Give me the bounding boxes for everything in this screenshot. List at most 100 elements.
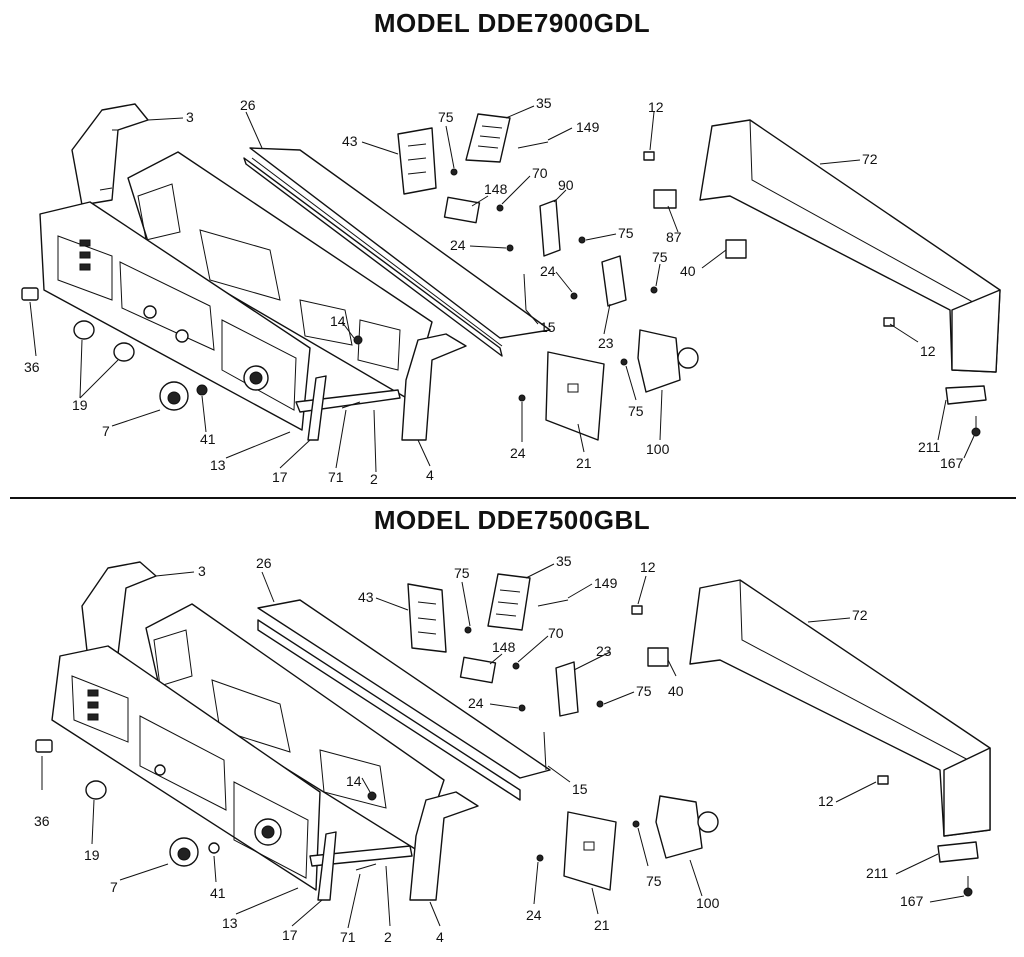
label-40: 40 [680, 263, 696, 279]
label-24: 24 [540, 263, 556, 279]
part-screw-167 [971, 416, 981, 437]
top-diagram: 3 26 43 75 35 149 12 72 148 70 90 24 75 … [21, 95, 1001, 487]
part-clip-12a [643, 151, 655, 161]
part-screw-24b-b [536, 854, 544, 862]
bottom-leader-lines [41, 563, 965, 929]
part-clip-12a-b [631, 605, 643, 615]
part-bracket-43-b [407, 583, 447, 653]
part-switch-40-b [647, 647, 669, 667]
label-15: 15 [540, 319, 556, 335]
bottom-labels: 3 26 75 35 12 43 149 72 148 70 23 40 75 … [34, 553, 924, 945]
part-plate-21-b-hole [583, 841, 595, 851]
part-bracket-148 [443, 196, 481, 224]
part-bracket-211-b [937, 841, 979, 863]
label-211: 211 [866, 865, 889, 881]
part-switch-87 [653, 189, 677, 209]
part-bracket-211 [945, 385, 987, 405]
label-87: 87 [666, 229, 682, 245]
part-screw-24b [570, 292, 578, 300]
label-19: 19 [84, 847, 100, 863]
label-36: 36 [34, 813, 50, 829]
part-screw-24a [506, 244, 514, 252]
label-14: 14 [346, 773, 362, 789]
label-2: 2 [370, 471, 378, 487]
part-top-trim [243, 147, 551, 357]
label-21: 21 [594, 917, 610, 933]
label-2: 2 [384, 929, 392, 945]
part-screw-75b-b [596, 700, 604, 708]
label-15: 15 [572, 781, 588, 797]
label-70: 70 [548, 625, 564, 641]
part-screw-167-b [963, 876, 973, 897]
label-100: 100 [696, 895, 720, 911]
label-4: 4 [426, 467, 434, 483]
part-screw-75d [620, 358, 628, 366]
part-plate-21 [545, 351, 605, 441]
part-clip-12b-b [877, 775, 889, 785]
label-75: 75 [636, 683, 652, 699]
part-timer-100 [637, 329, 699, 393]
part-plate-21-b [563, 811, 617, 891]
label-12: 12 [640, 559, 656, 575]
part-screw-75a-b [464, 626, 472, 634]
part-timer-knob [159, 381, 189, 411]
label-75: 75 [628, 403, 644, 419]
label-21: 21 [576, 455, 592, 471]
label-43: 43 [358, 589, 374, 605]
part-spring-41 [196, 384, 208, 396]
part-end-cap-right [401, 333, 467, 441]
label-17: 17 [282, 927, 298, 943]
label-167: 167 [940, 455, 964, 471]
section-divider [10, 497, 1016, 499]
label-100: 100 [646, 441, 670, 457]
label-75: 75 [618, 225, 634, 241]
part-control-panel [39, 201, 311, 431]
model-title-bottom: MODEL DDE7500GBL [373, 505, 651, 535]
part-screw-71 [341, 401, 361, 409]
part-screw-70 [496, 204, 504, 212]
label-148: 148 [492, 639, 516, 655]
part-bracket-17-b [317, 831, 337, 901]
label-26: 26 [240, 97, 256, 113]
part-clip-12b [883, 317, 895, 327]
part-screw-75b [578, 236, 586, 244]
label-23: 23 [596, 643, 612, 659]
label-13: 13 [210, 457, 226, 473]
part-backsplash-72 [699, 119, 1001, 373]
label-43: 43 [342, 133, 358, 149]
label-13: 13 [222, 915, 238, 931]
part-screw-75c [650, 286, 658, 294]
part-screw-24a-b [518, 704, 526, 712]
part-screw-71-b [355, 863, 377, 871]
part-clip-36 [21, 287, 39, 301]
part-screw-70-b [512, 662, 520, 670]
label-23: 23 [598, 335, 614, 351]
label-149: 149 [594, 575, 618, 591]
label-26: 26 [256, 555, 272, 571]
label-3: 3 [198, 563, 206, 579]
part-knob-19b [113, 342, 135, 362]
part-switch-block-35-b [487, 573, 531, 631]
label-24: 24 [526, 907, 542, 923]
label-4: 4 [436, 929, 444, 945]
label-75: 75 [646, 873, 662, 889]
label-75: 75 [454, 565, 470, 581]
part-screw-24c [518, 394, 526, 402]
part-lamp-14 [353, 335, 363, 345]
label-71: 71 [340, 929, 356, 945]
label-75: 75 [438, 109, 454, 125]
part-bracket-90 [539, 199, 561, 257]
part-control-panel-b [51, 645, 321, 891]
bottom-diagram: 3 26 75 35 12 43 149 72 148 70 23 40 75 … [34, 553, 991, 945]
part-screw-75c-b [632, 820, 640, 828]
label-17: 17 [272, 469, 288, 485]
label-41: 41 [200, 431, 216, 447]
label-71: 71 [328, 469, 344, 485]
part-knob-19-b [85, 780, 107, 800]
label-72: 72 [852, 607, 868, 623]
part-bracket-17 [307, 375, 327, 441]
label-7: 7 [110, 879, 118, 895]
label-41: 41 [210, 885, 226, 901]
label-75: 75 [652, 249, 668, 265]
